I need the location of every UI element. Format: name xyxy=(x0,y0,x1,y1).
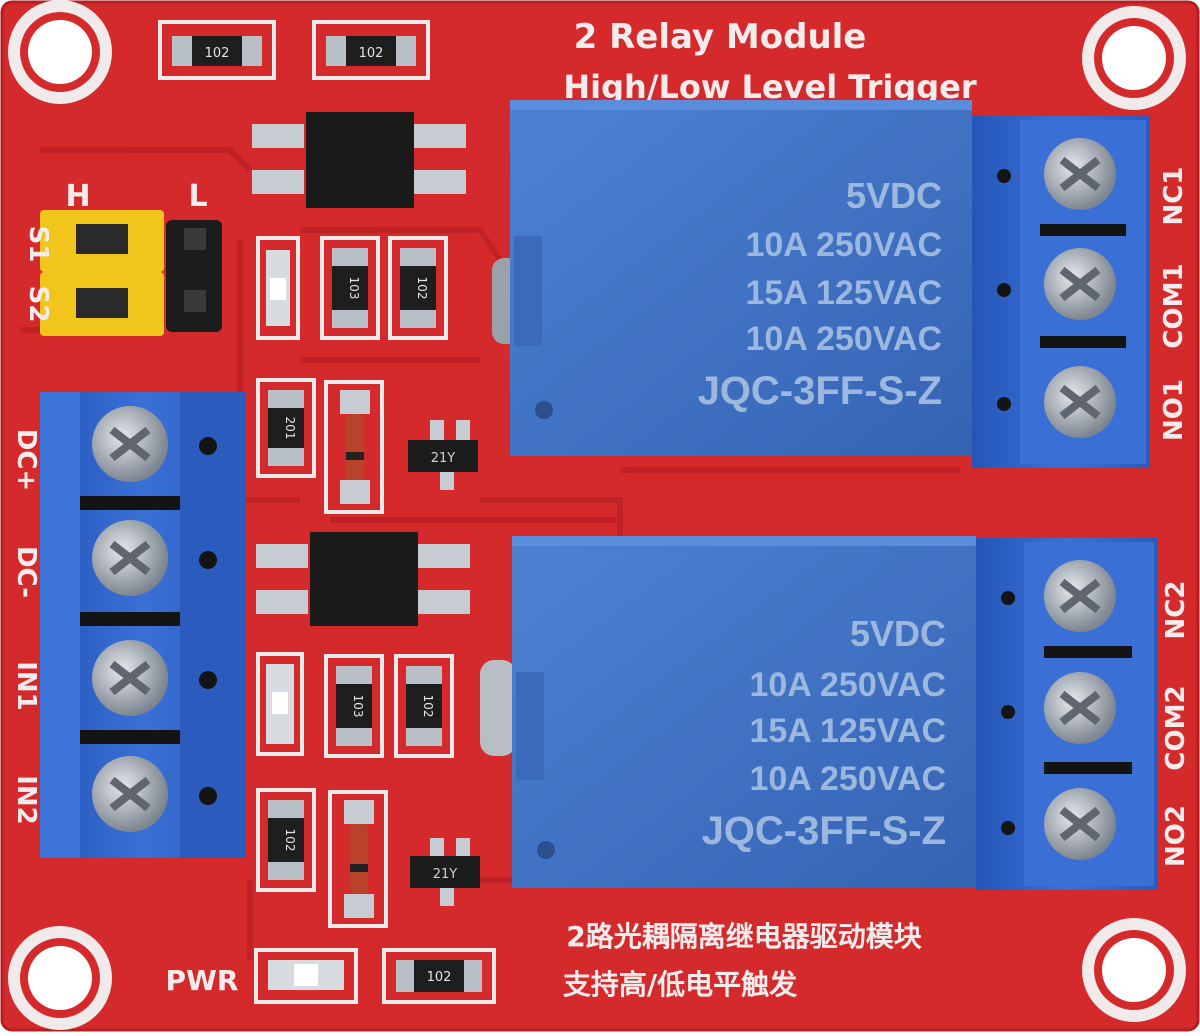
power-led xyxy=(254,948,358,1004)
transistor-ch1: 21Y xyxy=(408,420,478,490)
svg-text:102: 102 xyxy=(359,46,384,61)
jumper-l-label: L xyxy=(188,179,207,214)
relay-2: 5VDC 10A 250VAC 15A 125VAC 10A 250VAC JQ… xyxy=(480,536,976,888)
resistor-b2: 102 xyxy=(394,654,454,758)
output-terminal-1[interactable] xyxy=(972,116,1150,468)
relay-1-com-label: COM1 xyxy=(1159,263,1189,348)
svg-text:201: 201 xyxy=(283,417,297,440)
resistor-a1: 103 xyxy=(320,236,380,340)
relay-1: 5VDC 10A 250VAC 15A 125VAC 10A 250VAC JQ… xyxy=(492,100,972,456)
mounting-hole-bl xyxy=(8,926,112,1030)
optocoupler-2 xyxy=(256,532,470,626)
input-label-in2: IN2 xyxy=(11,775,41,825)
relay-1-no-screw[interactable] xyxy=(1044,366,1116,438)
chinese-label-2: 支持高/低电平触发 xyxy=(563,968,797,1001)
mounting-hole-br xyxy=(1082,918,1186,1022)
relay-1-nc-screw[interactable] xyxy=(1044,138,1116,210)
relay-2-com-label: COM2 xyxy=(1161,685,1191,770)
svg-text:102: 102 xyxy=(283,829,297,852)
relay-1-nc-label: NC1 xyxy=(1159,167,1189,226)
relay-2-no-screw[interactable] xyxy=(1044,788,1116,860)
trigger-jumper-header[interactable] xyxy=(40,210,222,336)
svg-text:102: 102 xyxy=(421,695,435,718)
relay-2-rating-3: 10A 250VAC xyxy=(749,760,946,798)
svg-text:102: 102 xyxy=(205,46,230,61)
jumper-s1-label: S1 xyxy=(23,226,53,263)
svg-text:21Y: 21Y xyxy=(433,867,458,882)
svg-text:103: 103 xyxy=(347,277,361,300)
diode-ch1 xyxy=(324,380,384,514)
input-terminal-block[interactable] xyxy=(40,392,246,858)
relay-2-com-screw[interactable] xyxy=(1044,672,1116,744)
relay-2-voltage: 5VDC xyxy=(850,613,946,654)
pwr-label: PWR xyxy=(166,964,239,997)
relay-1-no-label: NO1 xyxy=(1159,379,1189,441)
relay-1-rating-3: 10A 250VAC xyxy=(745,320,942,358)
resistor-pwr: 102 xyxy=(382,948,496,1004)
relay-1-rating-2: 15A 125VAC xyxy=(745,274,942,312)
resistor-top-2: 102 xyxy=(312,20,430,80)
board-subtitle: High/Low Level Trigger xyxy=(563,68,977,106)
input-screw-3[interactable] xyxy=(92,640,168,716)
diode-ch2 xyxy=(328,790,388,928)
board-title: 2 Relay Module xyxy=(574,17,867,57)
jumper-s2-label: S2 xyxy=(23,286,53,323)
relay-2-nc-label: NC2 xyxy=(1161,581,1191,640)
resistor-top-1: 102 xyxy=(158,20,276,80)
led-ch1 xyxy=(256,236,300,340)
relay-2-rating-1: 10A 250VAC xyxy=(749,666,946,704)
resistor-b1: 103 xyxy=(324,654,384,758)
output-terminal-2[interactable] xyxy=(976,538,1158,890)
input-screw-1[interactable] xyxy=(92,406,168,482)
svg-text:103: 103 xyxy=(351,695,365,718)
optocoupler-1 xyxy=(252,112,466,208)
svg-text:102: 102 xyxy=(415,277,429,300)
resistor-b3: 102 xyxy=(256,788,316,892)
relay-1-rating-1: 10A 250VAC xyxy=(745,226,942,264)
jumper-h-label: H xyxy=(65,179,90,214)
input-screw-4[interactable] xyxy=(92,756,168,832)
relay-1-voltage: 5VDC xyxy=(846,175,942,216)
chinese-label-1: 2路光耦隔离继电器驱动模块 xyxy=(566,920,921,953)
input-label-dc-plus: DC+ xyxy=(11,429,41,491)
relay-1-com-screw[interactable] xyxy=(1044,248,1116,320)
input-label-dc-minus: DC- xyxy=(11,546,41,598)
relay-1-model: JQC-3FF-S-Z xyxy=(698,369,942,413)
mounting-hole-tr xyxy=(1082,6,1186,110)
resistor-a2: 102 xyxy=(388,236,448,340)
relay-2-model: JQC-3FF-S-Z xyxy=(702,809,946,853)
input-label-in1: IN1 xyxy=(11,661,41,711)
relay-2-nc-screw[interactable] xyxy=(1044,560,1116,632)
resistor-a3: 201 xyxy=(256,378,316,478)
transistor-ch2: 21Y xyxy=(410,838,480,906)
svg-text:21Y: 21Y xyxy=(431,451,456,466)
relay-2-no-label: NO2 xyxy=(1161,805,1191,867)
input-screw-2[interactable] xyxy=(92,520,168,596)
led-ch2 xyxy=(256,652,304,756)
mounting-hole-tl xyxy=(8,0,112,104)
relay-2-rating-2: 15A 125VAC xyxy=(749,712,946,750)
svg-text:102: 102 xyxy=(427,970,452,985)
